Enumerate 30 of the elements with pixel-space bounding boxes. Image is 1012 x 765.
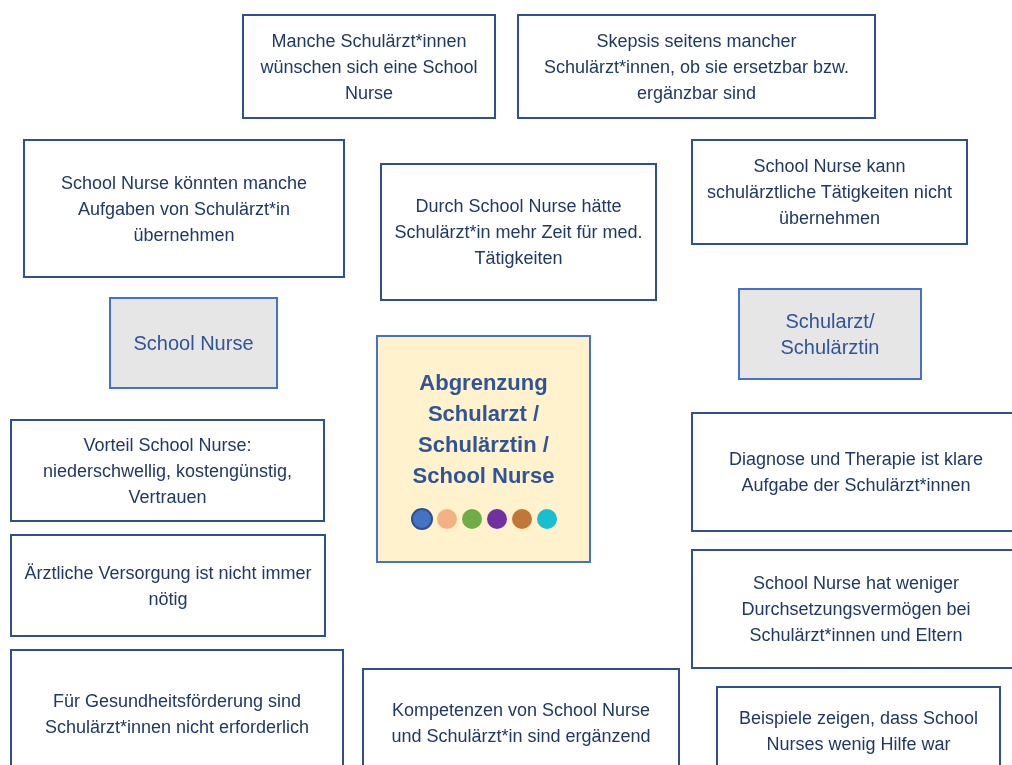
category-label: Schularzt/ Schulärztin bbox=[779, 309, 881, 360]
category-label: School Nurse bbox=[133, 331, 254, 356]
statement-box bbox=[362, 668, 680, 765]
statement-box bbox=[716, 686, 1001, 765]
statement-text: Manche Schulärzt*innen wünschen sich eine School Nurse bbox=[259, 29, 479, 105]
statement-text: Ärztliche Versorgung ist nicht immer nötig bbox=[24, 561, 312, 611]
statement-text: Diagnose und Therapie ist klare Aufgabe der Schulärzt*innen bbox=[728, 448, 984, 497]
statement-text: Für Gesundheitsförderung sind Schulärzt*innen nicht erforderlich bbox=[43, 690, 311, 739]
statement-text: School Nurse könnten manche Aufgaben von Schulärzt*in übernehmen bbox=[59, 171, 309, 247]
statement-text: Beispiele zeigen, dass School Nurses wenig Hilfe war bbox=[737, 707, 980, 756]
statement-box bbox=[10, 534, 326, 637]
statement-box bbox=[691, 412, 1012, 532]
statement-text: School Nurse kann schulärztliche Tätigkeiten nicht übernehmen bbox=[706, 155, 953, 230]
statement-text: Kompetenzen von School Nurse und Schulärzt*in sind ergänzend bbox=[390, 699, 652, 748]
statement-box bbox=[380, 163, 657, 301]
statement-text: School Nurse hat weniger Durchsetzungsvermögen bei Schulärzt*innen und Eltern bbox=[740, 572, 972, 647]
statement-box bbox=[517, 14, 876, 119]
statement-box bbox=[691, 549, 1012, 669]
statement-text: Durch School Nurse hätte Schulärzt*in mehr Zeit für med. Tätigkeiten bbox=[394, 195, 643, 270]
statement-box bbox=[10, 649, 344, 765]
statement-text: Vorteil School Nurse: niederschwellig, kostengünstig, Vertrauen bbox=[41, 433, 294, 509]
topic-title: Abgrenzung Schularzt / Schulärztin / School Nurse bbox=[411, 369, 556, 490]
category-box bbox=[738, 288, 922, 380]
topic-box bbox=[376, 335, 591, 563]
statement-box bbox=[691, 139, 968, 245]
statement-text: Skepsis seitens mancher Schulärzt*innen, ob sie ersetzbar bzw. ergänzbar sind bbox=[542, 29, 851, 105]
category-box bbox=[109, 297, 278, 389]
statement-box bbox=[23, 139, 345, 278]
statement-box bbox=[10, 419, 325, 522]
statement-box bbox=[242, 14, 496, 119]
